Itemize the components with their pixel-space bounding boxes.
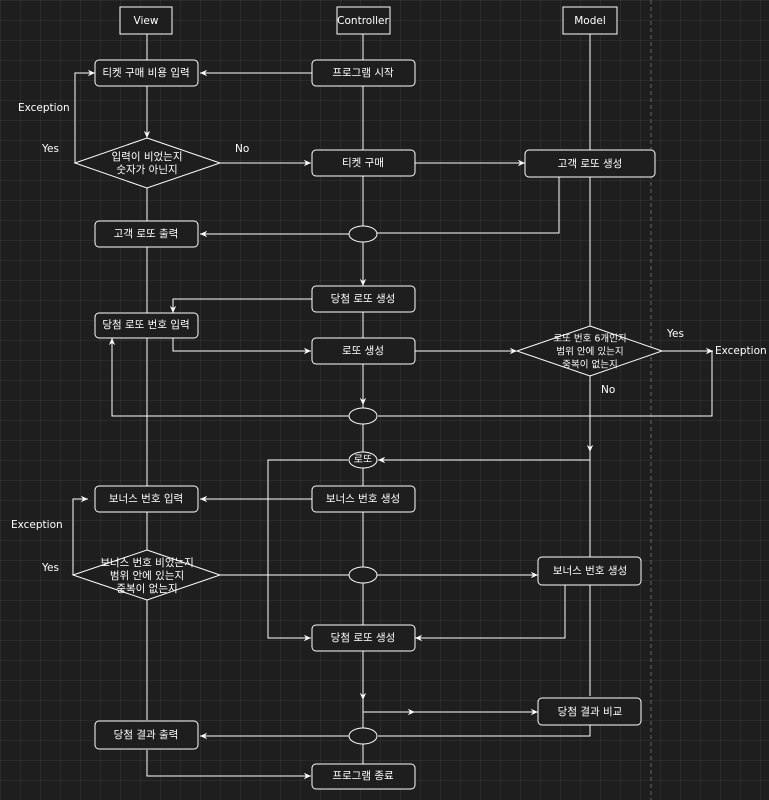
ticket-buy-label: 티켓 구매 xyxy=(342,157,384,169)
label-exception-1: Exception xyxy=(18,102,70,114)
node-customer-lotto-print[interactable] xyxy=(94,220,199,248)
lane-title-view: View xyxy=(134,15,159,27)
edge-model-to-winning-gen xyxy=(415,585,566,642)
compare-result-label: 당첨 결과 비교 xyxy=(558,706,623,718)
node-ticket-input[interactable] xyxy=(94,59,199,87)
junction-3[interactable] xyxy=(348,566,378,584)
customer-lotto-print-label: 고객 로또 출력 xyxy=(114,228,179,240)
nodes xyxy=(71,6,664,790)
edge-exception-down xyxy=(378,351,713,417)
bonus-check-line-3: 중복이 없는지 xyxy=(116,582,177,595)
lotto-check-line-3: 중복이 없는지 xyxy=(562,359,617,371)
lane-header-view[interactable] xyxy=(119,6,173,35)
bonus-gen-controller-label: 보너스 번호 생성 xyxy=(326,493,400,505)
lane-title-model: Model xyxy=(574,15,606,27)
ticket-check-line-2: 숫자가 아닌지 xyxy=(116,164,177,176)
label-exception-2: Exception xyxy=(715,345,767,357)
label-no-1: No xyxy=(235,143,249,155)
edge-junction-2-back xyxy=(108,338,349,417)
bonus-check-line-1: 보너스 번호 비었는지 xyxy=(100,557,194,569)
label-no-2: No xyxy=(601,384,615,396)
ticket-input-label: 티켓 구매 비용 입력 xyxy=(102,66,189,79)
lotto-gen-label: 로또 생성 xyxy=(342,345,384,357)
node-lotto-check[interactable] xyxy=(515,325,664,377)
node-ticket-buy[interactable] xyxy=(311,149,416,177)
edge-exception-loop-2 xyxy=(72,495,88,575)
customer-lotto-gen-label: 고객 로또 생성 xyxy=(558,158,623,170)
edge-print-to-end xyxy=(146,750,311,780)
lotto-junction-label: 로또 xyxy=(354,455,372,466)
edge-compare-to-junction xyxy=(378,725,591,737)
result-print-label: 당첨 결과 출력 xyxy=(114,729,179,741)
winning-number-input-label: 당첨 로또 번호 입력 xyxy=(102,318,189,331)
label-exception-3: Exception xyxy=(11,519,63,531)
lane-header-model[interactable] xyxy=(562,6,618,35)
node-result-print[interactable] xyxy=(94,720,199,750)
program-end-label: 프로그램 종료 xyxy=(332,770,394,782)
node-bonus-gen-model[interactable] xyxy=(537,556,642,586)
lane-title-controller: Controller xyxy=(337,15,389,27)
node-lotto-junction[interactable] xyxy=(348,451,378,469)
edge-input-to-lotto-gen xyxy=(172,338,311,355)
node-program-end[interactable] xyxy=(311,763,416,790)
node-customer-lotto-gen[interactable] xyxy=(524,149,656,178)
label-yes-2: Yes xyxy=(666,328,684,340)
lotto-check-line-2: 범위 안에 있는지 xyxy=(556,346,623,358)
node-winning-number-input[interactable] xyxy=(94,312,199,339)
junction-1[interactable] xyxy=(348,225,378,243)
junction-4[interactable] xyxy=(348,727,378,745)
node-ticket-check[interactable] xyxy=(73,137,222,189)
bonus-input-label: 보너스 번호 입력 xyxy=(109,492,183,505)
label-yes-1: Yes xyxy=(41,143,59,155)
node-winning-lotto-gen-1[interactable] xyxy=(311,285,416,313)
lotto-check-line-1: 로또 번호 6개인지 xyxy=(553,334,626,345)
node-lotto-gen[interactable] xyxy=(311,337,416,365)
ticket-check-line-1: 입력이 비었는지 xyxy=(112,150,183,163)
node-compare-result[interactable] xyxy=(537,697,642,726)
lane-header-controller[interactable] xyxy=(336,6,391,35)
node-bonus-gen-controller[interactable] xyxy=(311,485,416,513)
winning-lotto-gen-2-label: 당첨 로또 생성 xyxy=(331,632,396,644)
edge-exception-loop-1 xyxy=(74,69,95,163)
bonus-check-line-2: 범위 안에 있는지 xyxy=(110,569,184,582)
edge-winning-gen-to-input xyxy=(169,298,312,313)
junction-2[interactable] xyxy=(348,407,378,425)
edge-model-to-junction-1 xyxy=(377,177,560,234)
bonus-gen-model-label: 보너스 번호 생성 xyxy=(553,565,627,577)
node-bonus-check[interactable] xyxy=(71,549,222,601)
winning-lotto-gen-1-label: 당첨 로또 생성 xyxy=(331,293,396,305)
node-bonus-input[interactable] xyxy=(94,485,199,513)
edge-labels: Exception Yes No Yes Exception No Except… xyxy=(11,102,767,574)
program-start-label: 프로그램 시작 xyxy=(332,67,394,79)
node-program-start[interactable] xyxy=(311,59,416,87)
node-texts: View Controller Model 티켓 구매 비용 입력 프로그램 시… xyxy=(100,15,627,782)
label-yes-3: Yes xyxy=(41,562,59,574)
inline-arrows xyxy=(143,125,594,716)
edge-lotto-junction-left xyxy=(267,459,348,642)
node-winning-lotto-gen-2[interactable] xyxy=(311,624,416,652)
